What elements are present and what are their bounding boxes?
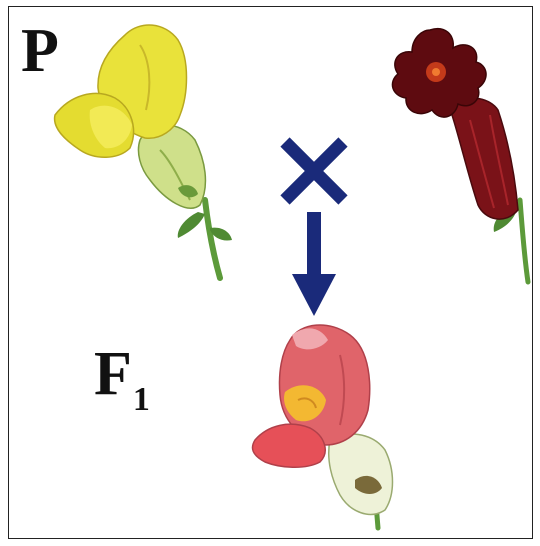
yellow-snapdragon-icon [55,25,232,278]
dark-red-snapdragon-icon [392,29,528,282]
cross-icon [285,142,343,200]
down-arrow-icon [292,212,336,316]
pink-snapdragon-icon [252,325,392,528]
